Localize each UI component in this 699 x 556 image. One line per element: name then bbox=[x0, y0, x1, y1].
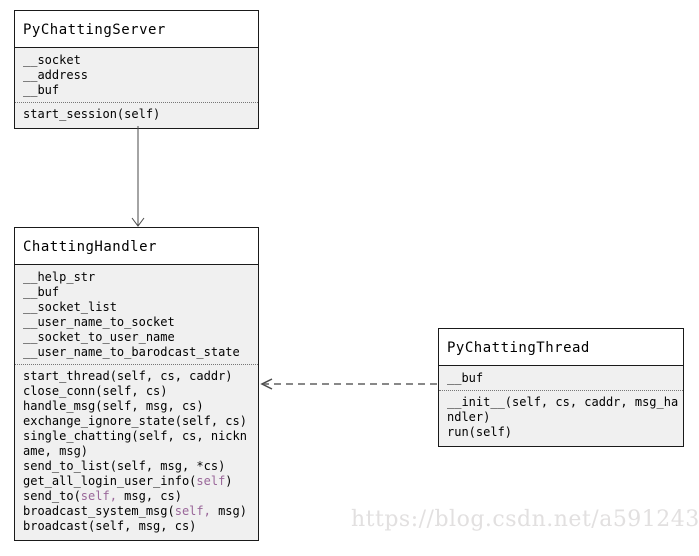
method-line: run(self) bbox=[447, 425, 679, 440]
down-arrowhead-icon bbox=[131, 217, 145, 227]
method-line: exchange_ignore_state(self, cs) bbox=[23, 414, 254, 429]
method-text: start_thread(self, cs, caddr) bbox=[23, 369, 233, 383]
self-param-highlight: self, bbox=[174, 504, 211, 518]
left-arrowhead-icon bbox=[260, 378, 273, 390]
class-attributes-section: __help_str__buf__socket_list__user_name_… bbox=[15, 265, 258, 365]
class-methods-section: __init__(self, cs, caddr, msg_handler)ru… bbox=[439, 391, 683, 446]
method-text: run(self) bbox=[447, 425, 513, 439]
class-title: PyChattingThread bbox=[439, 329, 683, 366]
method-text: close_conn(self, cs) bbox=[23, 384, 168, 398]
method-line: start_session(self) bbox=[23, 107, 254, 122]
method-line: get_all_login_user_info(self) bbox=[23, 474, 254, 489]
dashed-arrow-thread-to-handler bbox=[260, 378, 437, 390]
class-title: ChattingHandler bbox=[15, 228, 258, 265]
method-text: handle_msg(self, msg, cs) bbox=[23, 399, 204, 413]
blog-watermark: https://blog.csdn.net/a591243801 bbox=[351, 507, 699, 532]
attribute-line: __buf bbox=[23, 285, 60, 299]
self-param-highlight: self, bbox=[80, 489, 117, 503]
attribute-line: __buf bbox=[23, 83, 60, 97]
attribute-line: __user_name_to_barodcast_state bbox=[23, 345, 240, 359]
attribute-line: __help_str bbox=[23, 270, 96, 284]
method-text: ) bbox=[225, 474, 233, 488]
method-text: send_to( bbox=[23, 489, 81, 503]
method-text: send_to_list(self, msg, *cs) bbox=[23, 459, 226, 473]
method-text: exchange_ignore_state(self, cs) bbox=[23, 414, 247, 428]
method-line: send_to(self, msg, cs) bbox=[23, 489, 254, 504]
class-box-pychattingthread: PyChattingThread __buf __init__(self, cs… bbox=[438, 328, 684, 447]
method-line: broadcast_system_msg(self, msg) bbox=[23, 504, 254, 519]
class-attributes-section: __socket__address__buf bbox=[15, 48, 258, 103]
class-methods-section: start_thread(self, cs, caddr)close_conn(… bbox=[15, 365, 258, 540]
solid-arrow-server-to-handler bbox=[131, 126, 145, 227]
attribute-line: __buf bbox=[447, 371, 484, 385]
class-box-pychattingserver: PyChattingServer __socket__address__buf … bbox=[14, 10, 259, 129]
method-line: start_thread(self, cs, caddr) bbox=[23, 369, 254, 384]
method-text: start_session(self) bbox=[23, 107, 161, 121]
attribute-line: __socket_list bbox=[23, 300, 117, 314]
attribute-line: __socket_to_user_name bbox=[23, 330, 175, 344]
method-text: single_chatting(self, cs, nickname, msg) bbox=[23, 429, 247, 458]
method-text: get_all_login_user_info( bbox=[23, 474, 197, 488]
method-line: close_conn(self, cs) bbox=[23, 384, 254, 399]
attribute-line: __user_name_to_socket bbox=[23, 315, 175, 329]
class-title: PyChattingServer bbox=[15, 11, 258, 48]
method-text: msg, cs) bbox=[116, 489, 182, 503]
method-line: single_chatting(self, cs, nickname, msg) bbox=[23, 429, 254, 459]
attribute-line: __address bbox=[23, 68, 89, 82]
method-line: send_to_list(self, msg, *cs) bbox=[23, 459, 254, 474]
method-text: __init__(self, cs, caddr, msg_handler) bbox=[447, 395, 679, 424]
self-param-highlight: self bbox=[196, 474, 226, 488]
class-methods-section: start_session(self) bbox=[15, 103, 258, 128]
method-text: broadcast(self, msg, cs) bbox=[23, 519, 197, 533]
method-line: __init__(self, cs, caddr, msg_handler) bbox=[447, 395, 679, 425]
method-text: msg) bbox=[210, 504, 247, 518]
method-text: broadcast_system_msg( bbox=[23, 504, 175, 518]
attribute-line: __socket bbox=[23, 53, 81, 67]
method-line: handle_msg(self, msg, cs) bbox=[23, 399, 254, 414]
class-attributes-section: __buf bbox=[439, 366, 683, 391]
class-box-chattinghandler: ChattingHandler __help_str__buf__socket_… bbox=[14, 227, 259, 541]
method-line: broadcast(self, msg, cs) bbox=[23, 519, 254, 534]
